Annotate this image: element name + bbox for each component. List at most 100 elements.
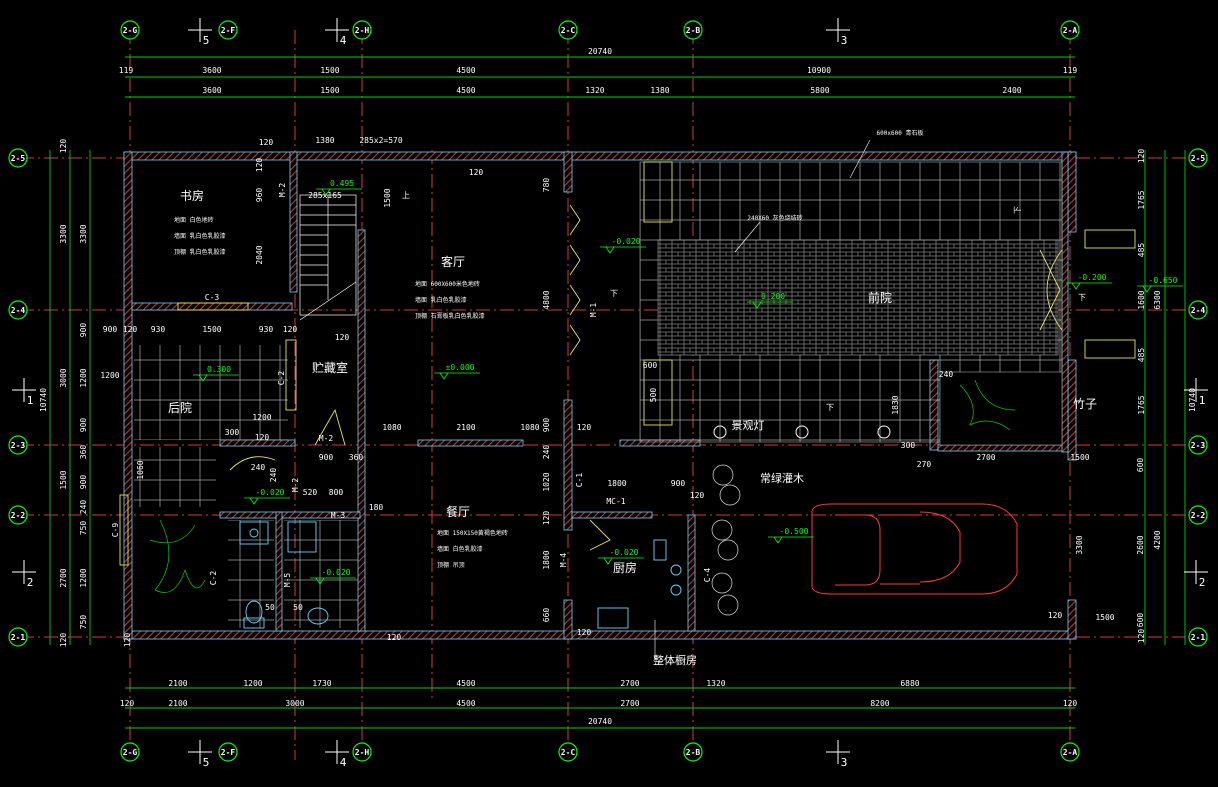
elevation-mark: -0.650 — [1137, 276, 1183, 293]
dim-inner: 1500 — [1095, 613, 1114, 622]
section-mark-label: 4 — [340, 756, 347, 769]
dim-inner: 120 — [577, 423, 592, 432]
dim-inner: 1800 — [542, 550, 551, 569]
dim-bottom-row1: 6880 — [900, 679, 919, 688]
dim-inner: 2040 — [255, 245, 264, 264]
door-window-label: C-9 — [111, 523, 120, 538]
dim-top-inner: 285x2=570 — [359, 136, 403, 145]
dim-top-row2: 1380 — [650, 86, 669, 95]
dim-left-row2: 360 — [79, 445, 88, 460]
dim-inner: 1060 — [136, 460, 145, 479]
dim-overall-right: 10740 — [1188, 388, 1197, 412]
axis-bubble: 2-5 — [1188, 148, 1208, 168]
axis-bubble: 2-A — [1060, 742, 1080, 762]
dim-left-row2: 900 — [79, 475, 88, 490]
door-window-label: M-3 — [331, 511, 346, 520]
door-window-labels: M-2C-3C-2M-2M-1M-2M-3M-5C-9C-2MC-1C-1M-4… — [111, 183, 1086, 588]
dim-bottom-row2: 120 — [1063, 699, 1078, 708]
axis-bubble-label: 2-A — [1063, 26, 1078, 35]
room-label: 餐厅 — [446, 504, 470, 519]
dim-left-row1: 2700 — [59, 568, 68, 587]
dim-inner: 300 — [225, 428, 240, 437]
elevation-label: 0.200 — [761, 292, 785, 301]
elevation-label: -0.020 — [612, 237, 641, 246]
axis-bubble-label: 2-5 — [1191, 154, 1206, 163]
dim-bottom-row1: 2100 — [168, 679, 187, 688]
tile-areas — [134, 345, 358, 628]
room-label: 客厅 — [441, 254, 465, 269]
door-window-label: 下 — [1013, 206, 1022, 214]
section-mark-label: 1 — [27, 394, 34, 407]
section-mark: 3 — [826, 740, 850, 769]
dim-bottom-row2: 4500 — [456, 699, 475, 708]
door-window-label: C-3 — [205, 293, 220, 302]
dim-right-row2: 6300 — [1153, 290, 1162, 309]
elevation-label: -0.020 — [610, 548, 639, 557]
dim-inner: 1500 — [383, 188, 392, 207]
dim-bottom-row1: 2700 — [620, 679, 639, 688]
note-dining: 顶棚 吊顶 — [437, 561, 465, 569]
dim-inner: 930 — [151, 325, 166, 334]
dim-inner: 240 — [542, 445, 551, 460]
dim-inner: 1080 — [382, 423, 401, 432]
dim-top-row1: 119 — [1063, 66, 1078, 75]
axis-bubble-label: 2-C — [561, 26, 576, 35]
elevation-mark: -0.020 — [310, 568, 356, 585]
elevation-mark: -0.020 — [244, 488, 290, 505]
dim-left-row2: 1200 — [79, 368, 88, 387]
dim-right-row1: 120 — [1137, 629, 1146, 644]
dim-bottom-row1: 4500 — [456, 679, 475, 688]
dim-top-row2: 2400 — [1002, 86, 1021, 95]
elevation-mark: -0.020 — [600, 237, 646, 254]
dim-inner: 1080 — [520, 423, 539, 432]
dim-inner: 960 — [255, 188, 264, 203]
dim-inner: 120 — [577, 628, 592, 637]
axis-bubble-label: 2-A — [1063, 748, 1078, 757]
axis-bubble: 2-H — [352, 20, 372, 40]
dim-right-row1: 1600 — [1137, 290, 1146, 309]
axis-bubble-label: 2-G — [123, 26, 138, 35]
section-mark: 4 — [325, 18, 349, 47]
dim-left-row2: 900 — [79, 323, 88, 338]
note-study: 地面 白色地砖 — [174, 216, 214, 224]
dim-inner: 1200 — [252, 413, 271, 422]
dim-left-row1: 3300 — [59, 224, 68, 243]
door-window-label: M-2 — [291, 478, 300, 493]
axis-bubble-label: 2-3 — [11, 441, 26, 450]
axis-bubble-label: 2-1 — [1191, 633, 1206, 642]
axis-bubble: 2-1 — [8, 627, 28, 647]
dim-inner: 1200 — [100, 371, 119, 380]
note-dining: 墙面 白色乳胶漆 — [437, 545, 483, 553]
section-mark: 3 — [826, 18, 850, 47]
axis-bubble: 2-3 — [8, 435, 28, 455]
dim-inner: 120 — [690, 491, 705, 500]
section-mark-label: 5 — [203, 34, 210, 47]
dim-inner: 285x165 — [308, 191, 342, 200]
elevation-label: -0.020 — [256, 488, 285, 497]
dim-inner: 120 — [255, 158, 264, 173]
dim-right-row1: 1765 — [1137, 190, 1146, 209]
section-mark: 4 — [325, 740, 349, 769]
dim-left-row1: 120 — [59, 633, 68, 648]
axis-bubble: 2-C — [558, 742, 578, 762]
elevation-label: -0.020 — [322, 568, 351, 577]
axis-bubble: 2-F — [218, 20, 238, 40]
note-living: 地面 600X600米色地砖 — [415, 280, 480, 288]
dim-top-row2: 4500 — [456, 86, 475, 95]
elevation-mark: -0.020 — [598, 548, 644, 565]
section-mark: 1 — [12, 378, 36, 407]
dim-inner: 1800 — [607, 479, 626, 488]
elevation-label: -0.200 — [1078, 273, 1107, 282]
elevation-mark: ±0.000 — [434, 363, 480, 380]
dim-right-row3: 2600 — [1136, 535, 1145, 554]
dim-right-row1: 120 — [1137, 149, 1146, 164]
note-living: 顶棚 石膏板乳白色乳胶漆 — [415, 312, 485, 320]
dim-right-row2: 4200 — [1153, 530, 1162, 549]
section-mark: 5 — [188, 740, 212, 769]
door-window-label: C-1 — [575, 473, 584, 488]
dim-inner: 800 — [329, 488, 344, 497]
elevation-mark: 0.495 — [316, 179, 362, 196]
dim-overall-left: 10740 — [39, 388, 48, 412]
